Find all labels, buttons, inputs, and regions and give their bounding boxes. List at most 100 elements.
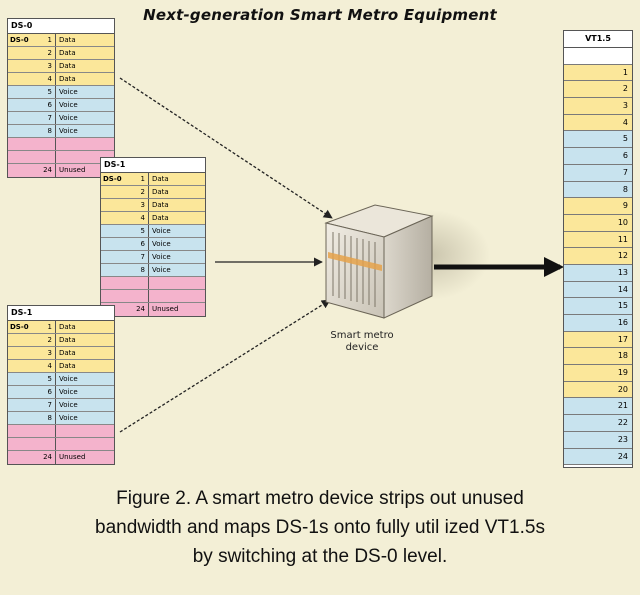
row-label xyxy=(8,386,30,398)
diagram-title: Next-generation Smart Metro Equipment xyxy=(143,6,497,24)
row-value: Data xyxy=(59,336,76,344)
row-number: 4 xyxy=(123,212,149,224)
row-value: Unused xyxy=(152,305,179,313)
row-label xyxy=(101,238,123,250)
row-label xyxy=(101,264,123,276)
row-label xyxy=(8,438,30,450)
table-row xyxy=(101,290,205,303)
row-label: DS-0 xyxy=(10,36,29,44)
row-number: 24 xyxy=(30,451,56,464)
vt-row: 7 xyxy=(564,164,632,182)
vt-row: 22 xyxy=(564,415,632,432)
row-value: Data xyxy=(59,49,76,57)
row-label xyxy=(8,412,30,424)
row-value: Voice xyxy=(152,253,171,261)
row-number: 3 xyxy=(30,347,56,359)
row-number: 2 xyxy=(123,186,149,198)
table-row xyxy=(101,277,205,290)
row-label xyxy=(101,199,123,211)
connector-arrow-bottom xyxy=(119,299,331,433)
row-number: 7 xyxy=(123,251,149,263)
row-label xyxy=(8,125,30,137)
row-number: 7 xyxy=(30,399,56,411)
row-number xyxy=(30,151,56,163)
row-value: Data xyxy=(59,362,76,370)
vt-header: VT1.5 xyxy=(564,31,632,48)
row-number: 3 xyxy=(30,60,56,72)
row-value: Data xyxy=(152,201,169,209)
row-number: 8 xyxy=(30,125,56,137)
vt-row: 21 xyxy=(564,398,632,416)
row-label: DS-0 xyxy=(10,323,29,331)
row-label xyxy=(8,73,30,85)
row-label: DS-0 xyxy=(103,175,122,183)
vt-row: 14 xyxy=(564,281,632,299)
vt-row: 3 xyxy=(564,98,632,115)
table-header: DS-1 xyxy=(8,306,114,321)
row-value: Data xyxy=(152,188,169,196)
row-value xyxy=(149,290,205,302)
row-label xyxy=(8,360,30,372)
row-label xyxy=(101,277,123,289)
row-number xyxy=(123,290,149,302)
row-number xyxy=(30,138,56,150)
row-number: 2 xyxy=(30,47,56,59)
vt-row: 10 xyxy=(564,214,632,232)
row-value: Voice xyxy=(59,401,78,409)
row-value: Voice xyxy=(152,227,171,235)
row-number: 4 xyxy=(30,73,56,85)
diagram-connectors xyxy=(119,77,564,433)
row-label xyxy=(101,225,123,237)
row-number: 1 xyxy=(123,173,149,185)
row-number: 2 xyxy=(30,334,56,346)
row-number xyxy=(123,277,149,289)
vt-row: 6 xyxy=(564,148,632,165)
row-number: 1 xyxy=(30,34,56,46)
row-number: 5 xyxy=(30,86,56,98)
row-label xyxy=(8,112,30,124)
vt-row xyxy=(564,48,632,65)
table-row xyxy=(8,138,114,151)
row-number: 5 xyxy=(123,225,149,237)
table-row xyxy=(8,438,114,451)
row-number: 1 xyxy=(30,321,56,333)
row-label xyxy=(8,373,30,385)
row-value: Voice xyxy=(59,88,78,96)
row-number: 4 xyxy=(30,360,56,372)
row-number xyxy=(30,438,56,450)
row-value: Voice xyxy=(59,114,78,122)
caption-line-1: Figure 2. A smart metro device strips ou… xyxy=(116,488,524,509)
row-label xyxy=(101,186,123,198)
vt-row: 15 xyxy=(564,298,632,315)
network-device-icon xyxy=(324,204,490,319)
vt-row: 8 xyxy=(564,181,632,199)
vt-row: 2 xyxy=(564,81,632,99)
row-number: 3 xyxy=(123,199,149,211)
row-value xyxy=(149,277,205,289)
caption-line-2: bandwidth and maps DS-1s onto fully util… xyxy=(95,517,545,538)
row-value: Voice xyxy=(59,414,78,422)
row-value: Unused xyxy=(59,453,86,461)
row-label xyxy=(101,290,123,302)
row-label xyxy=(8,425,30,437)
